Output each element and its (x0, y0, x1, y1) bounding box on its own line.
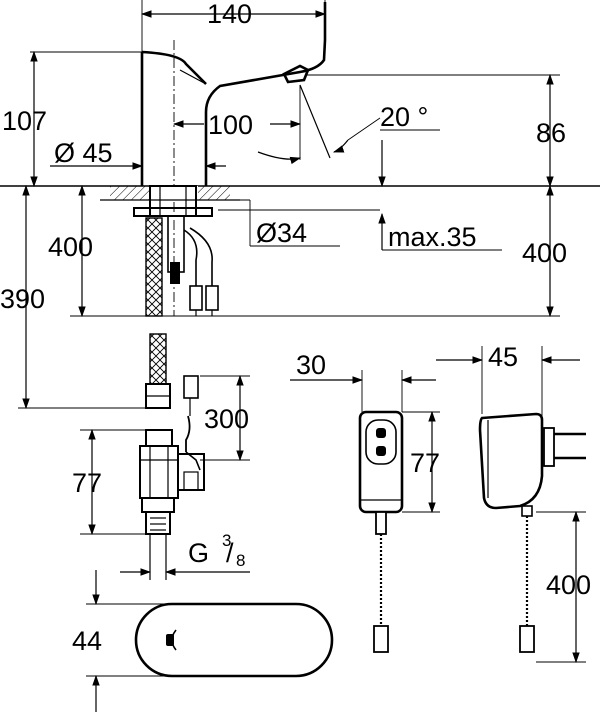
faucet-view: 140 107 100 20 ° 86 Ø 45 (0, 0, 600, 316)
thread-numerator-label: 3 (222, 531, 231, 550)
dim-d45-label: Ø 45 (54, 138, 113, 168)
dim-d34-label: Ø34 (256, 218, 307, 248)
thread-slash: / (226, 538, 234, 568)
dim-400-right-label: 400 (522, 238, 567, 268)
solenoid-valve-view: 300 77 G 3 / 8 (72, 333, 250, 580)
dim-400-adapter-label: 400 (546, 570, 591, 600)
max-35-label: max.35 (388, 222, 477, 252)
dim-44-label: 44 (72, 626, 102, 656)
thread-denominator-label: 8 (236, 551, 245, 570)
dim-107-label: 107 (2, 106, 47, 136)
dim-77-box-label: 77 (410, 448, 440, 478)
dim-100-label: 100 (208, 110, 253, 140)
thread-g-label: G (188, 538, 209, 568)
dim-77-valve-label: 77 (72, 468, 102, 498)
power-box-view: 30 77 (290, 350, 440, 653)
dim-140-label: 140 (207, 0, 252, 29)
dim-390-label: 390 (0, 284, 45, 314)
dim-30-label: 30 (296, 350, 326, 380)
dim-86-label: 86 (536, 118, 566, 148)
sensor-view: 44 (72, 570, 334, 712)
plug-adapter-view: 45 400 (436, 342, 591, 664)
dim-300-label: 300 (204, 404, 249, 434)
angle-20-label: 20 ° (380, 102, 428, 132)
dim-45-adapter-label: 45 (488, 342, 518, 372)
dim-400-left-label: 400 (48, 232, 93, 262)
mounting-view: 400 400 390 Ø34 max.35 (0, 184, 567, 410)
